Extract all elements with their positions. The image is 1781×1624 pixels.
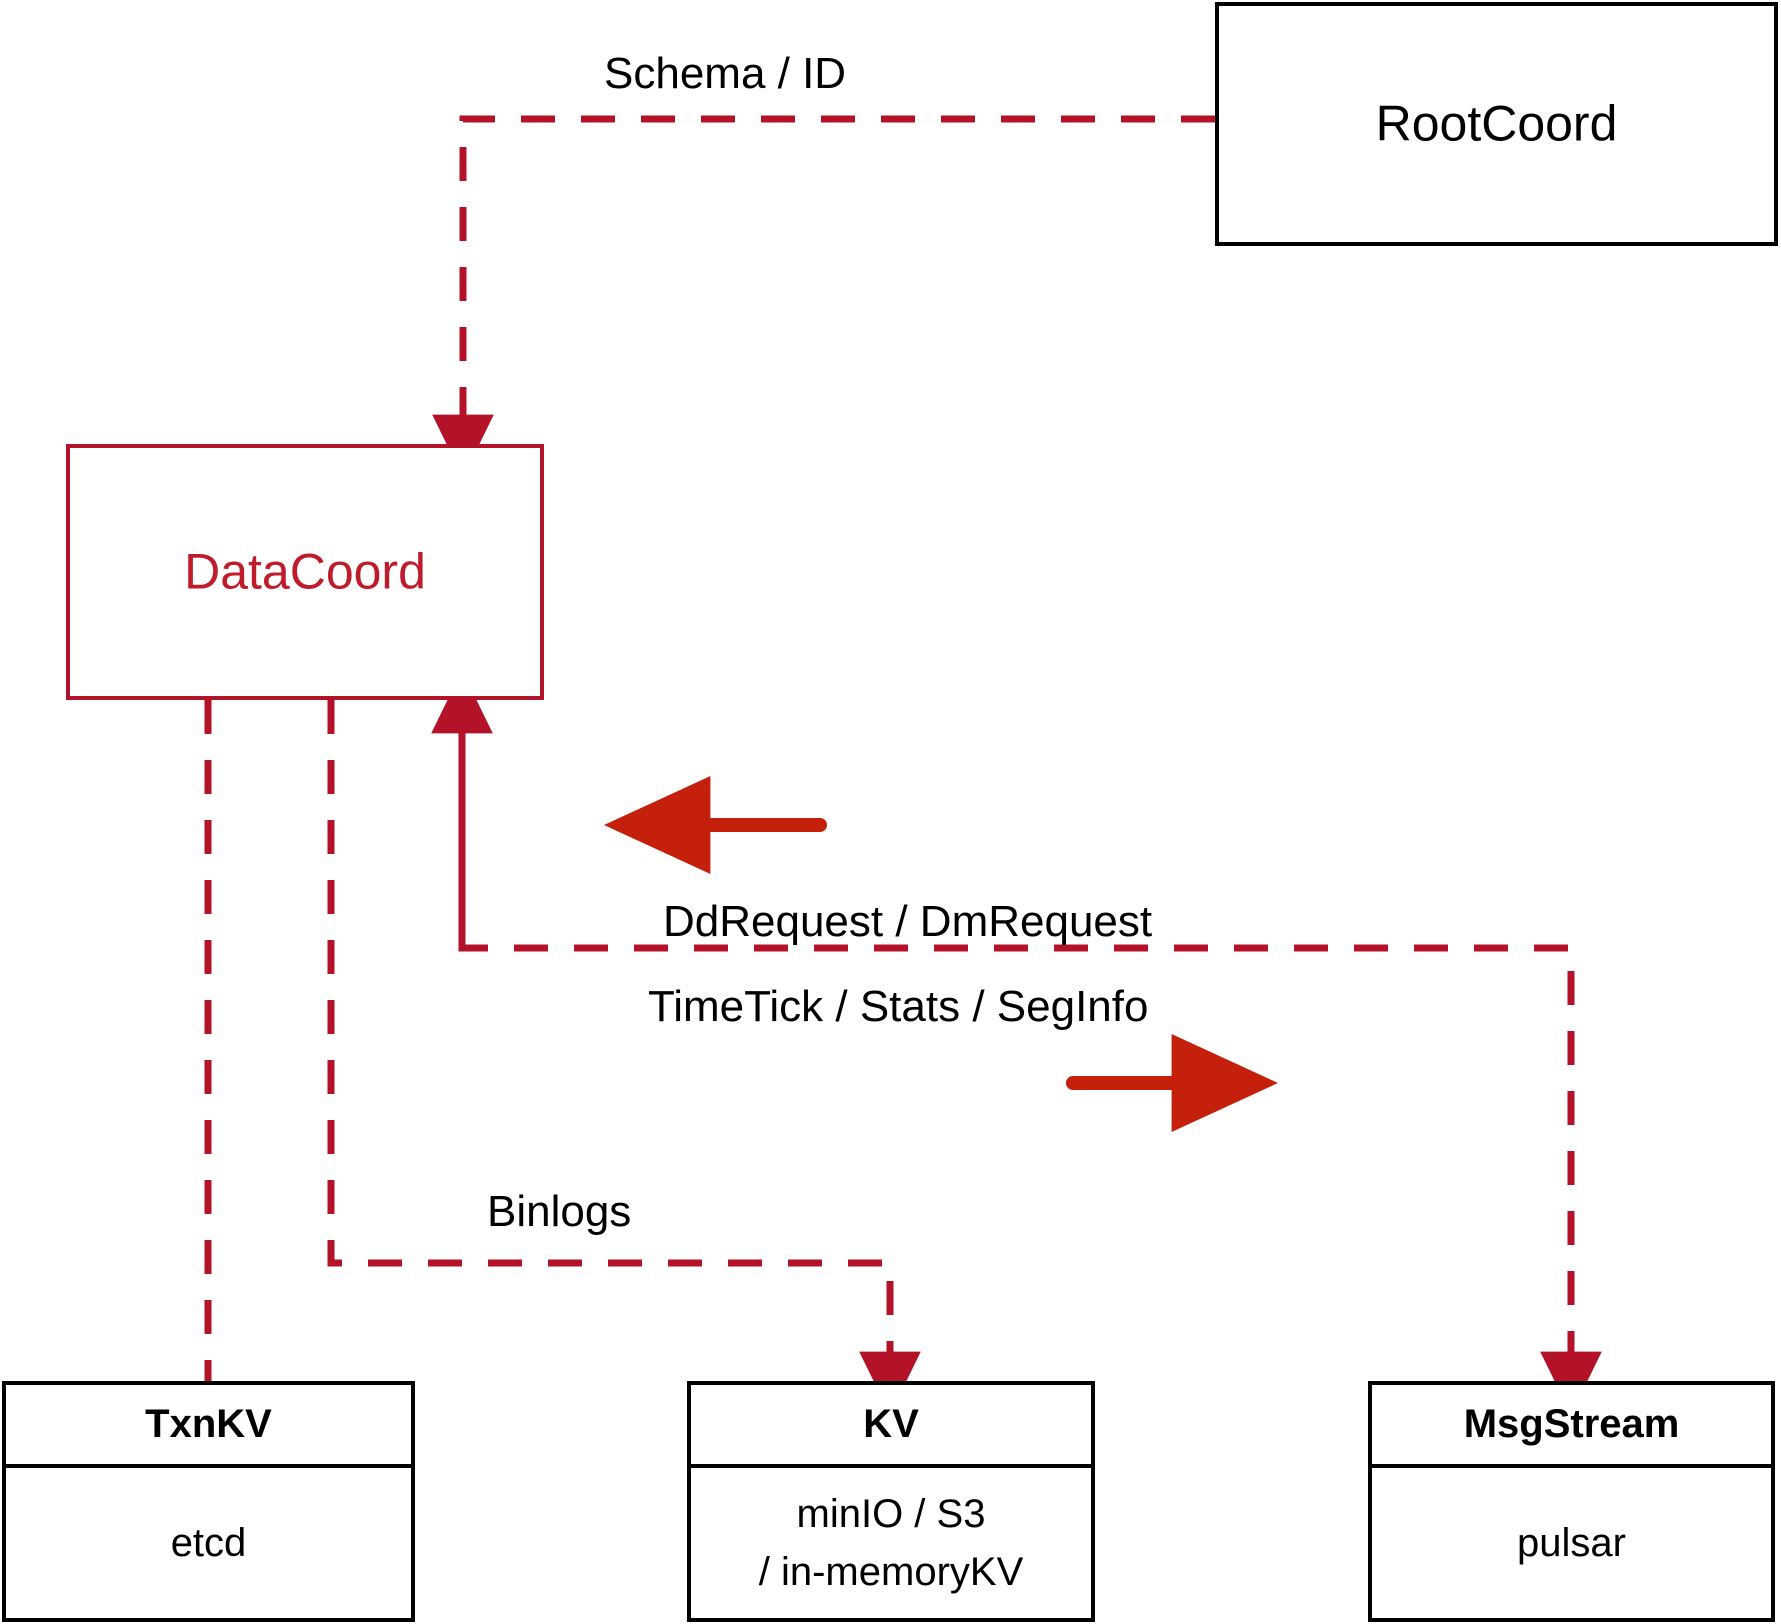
- node-datacoord[interactable]: DataCoord: [66, 444, 544, 700]
- node-kv-body-line: / in-memoryKV: [758, 1550, 1024, 1594]
- edge-label-binlogs: Binlogs: [487, 1187, 632, 1236]
- node-msgstream-body-line: pulsar: [1517, 1521, 1626, 1565]
- edge-label-timetick-stats-seginfo: TimeTick / Stats / SegInfo: [648, 982, 1149, 1031]
- node-msgstream-body: pulsar: [1372, 1468, 1771, 1618]
- node-kv-body: minIO / S3 / in-memoryKV: [691, 1468, 1091, 1618]
- edge-schema-id: [432, 115, 1215, 478]
- node-txnkv-title: TxnKV: [6, 1385, 411, 1468]
- node-msgstream[interactable]: MsgStream pulsar: [1368, 1381, 1775, 1622]
- edge-binlogs: [327, 700, 921, 1415]
- node-rootcoord-label: RootCoord: [1375, 95, 1618, 152]
- node-rootcoord[interactable]: RootCoord: [1215, 2, 1778, 246]
- node-kv-title: KV: [691, 1385, 1091, 1468]
- node-txnkv[interactable]: TxnKV etcd: [2, 1381, 415, 1622]
- node-msgstream-title: MsgStream: [1372, 1385, 1771, 1468]
- edge-label-dd-dm-request: DdRequest / DmRequest: [663, 897, 1153, 946]
- edge-label-schema-id: Schema / ID: [604, 49, 847, 98]
- node-datacoord-label: DataCoord: [184, 543, 426, 600]
- node-txnkv-body: etcd: [6, 1468, 411, 1618]
- node-txnkv-body-line: etcd: [170, 1521, 247, 1565]
- node-kv[interactable]: KV minIO / S3 / in-memoryKV: [687, 1381, 1095, 1622]
- edge-timetick-stats-seginfo: [431, 670, 1602, 1415]
- node-kv-body-line: minIO / S3: [796, 1492, 986, 1536]
